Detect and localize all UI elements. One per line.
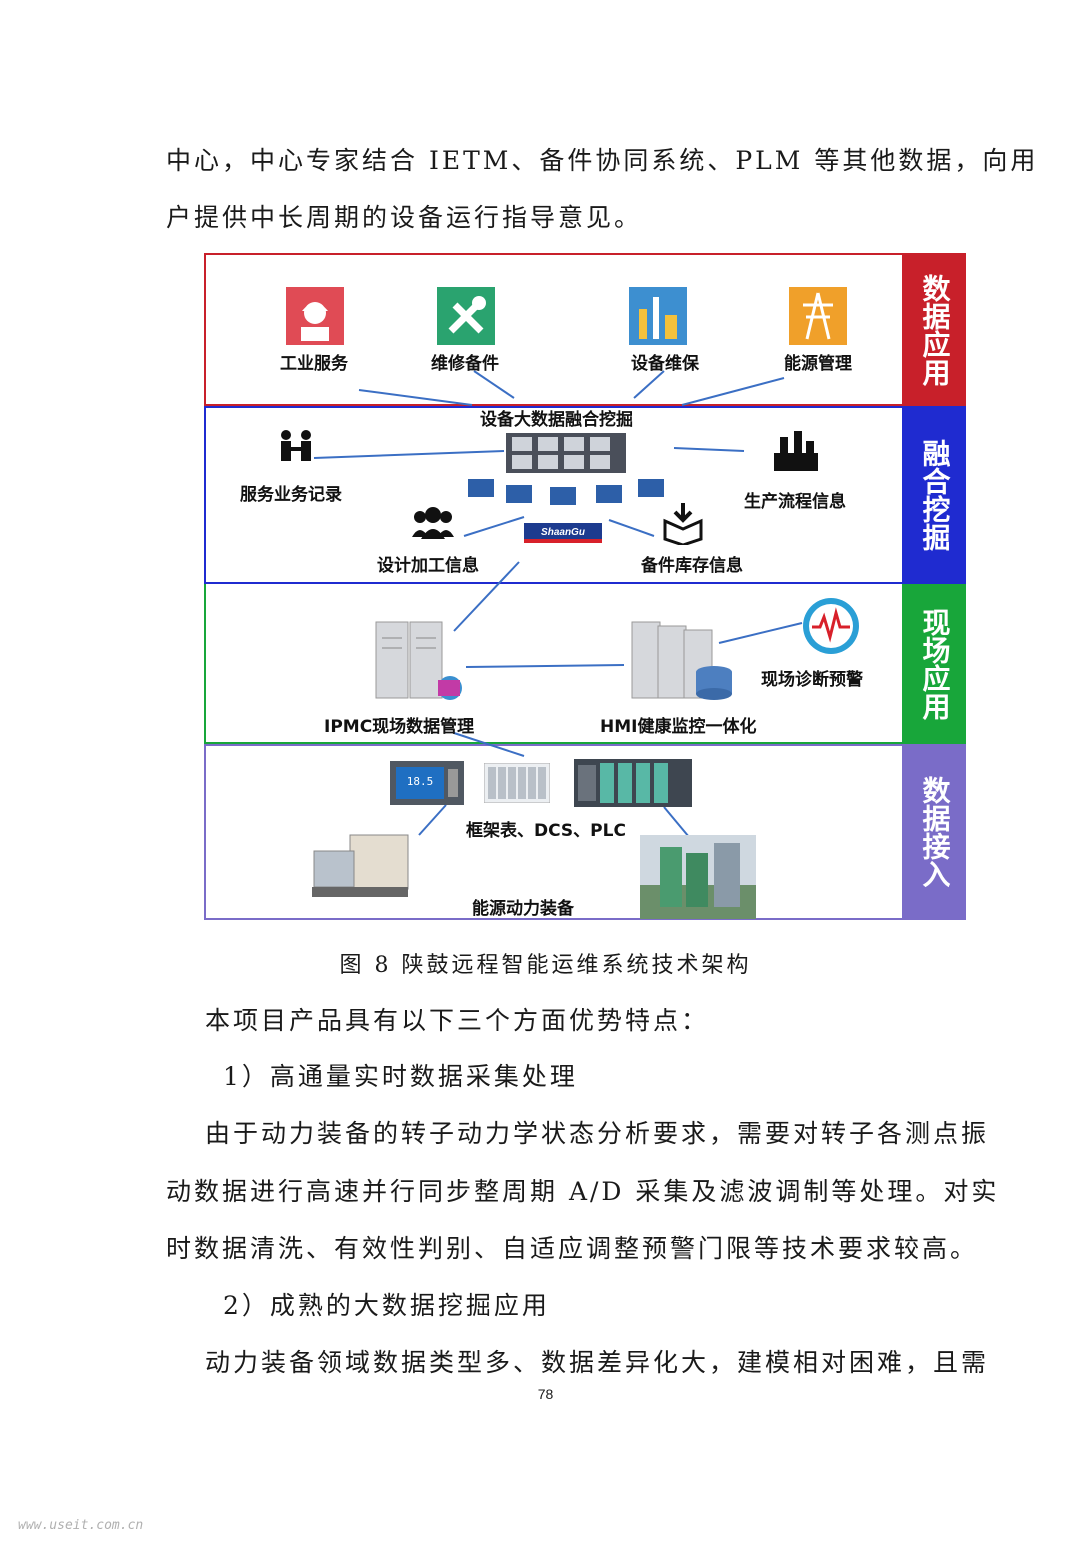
- hmi-server-icon: [628, 618, 738, 706]
- body-line-4: 动数据进行高速并行同步整周期 A/D 采集及滤波调制等处理。对实: [166, 1177, 1000, 1206]
- body-line-5: 时数据清洗、有效性判别、自适应调整预警门限等技术要求较高。: [166, 1234, 979, 1263]
- plc-module-icon: [574, 759, 692, 811]
- app-item-maintenance-parts: 维修备件: [431, 354, 499, 374]
- layer-label-data-application: 数据应用: [904, 253, 966, 406]
- shaangu-logo: ShaanGu: [524, 523, 602, 549]
- hmi-label: HMI健康监控一体化: [600, 717, 757, 737]
- page-number: 78: [537, 1386, 554, 1402]
- equipment-label: 能源动力装备: [472, 899, 574, 919]
- data-center-cluster-icon: [466, 431, 666, 515]
- users-group-icon: [410, 505, 456, 543]
- plant-equipment-photo: [640, 835, 756, 923]
- mining-center-label: 设备大数据融合挖掘: [480, 410, 633, 430]
- layer-label-fusion-mining: 融合挖掘: [904, 406, 966, 584]
- ipmc-label: IPMC现场数据管理: [324, 717, 475, 737]
- power-tower-icon: [789, 287, 847, 349]
- handshake-icon: [277, 429, 315, 469]
- intro-line-2: 户提供中长周期的设备运行指导意见。: [166, 203, 643, 232]
- inventory-info-label: 备件库存信息: [641, 556, 743, 576]
- svg-text:18.5: 18.5: [407, 775, 434, 788]
- figure-caption: 图 8 陕鼓远程智能运维系统技术架构: [339, 953, 752, 978]
- app-item-energy-management: 能源管理: [784, 354, 852, 374]
- body-line-1: 本项目产品具有以下三个方面优势特点：: [205, 1006, 710, 1035]
- intro-line-1: 中心，中心专家结合 IETM、备件协同系统、PLM 等其他数据，向用: [166, 146, 1039, 175]
- diagnosis-label: 现场诊断预警: [761, 670, 863, 690]
- design-info-label: 设计加工信息: [377, 556, 479, 576]
- band-field-application: [204, 584, 904, 744]
- architecture-figure: 数据应用 融合挖掘 现场应用 数据接入 工业服务: [204, 253, 966, 920]
- body-line-6: 2）成熟的大数据挖掘应用: [223, 1291, 550, 1320]
- body-line-2: 1）高通量实时数据采集处理: [223, 1062, 578, 1091]
- waveform-icon: [800, 595, 862, 661]
- svg-text:ShaanGu: ShaanGu: [541, 527, 585, 538]
- recorder-meter-icon: 18.5: [390, 761, 464, 809]
- plant-icon: [629, 287, 687, 349]
- package-icon: [659, 499, 707, 549]
- tools-icon: [437, 287, 495, 349]
- instruments-label: 框架表、DCS、PLC: [466, 821, 626, 841]
- service-record-label: 服务业务记录: [240, 485, 342, 505]
- body-line-3: 由于动力装备的转子动力学状态分析要求，需要对转子各测点振: [205, 1119, 990, 1148]
- motor-unit-icon: [310, 831, 410, 905]
- body-line-7: 动力装备领域数据类型多、数据差异化大，建模相对困难，且需: [205, 1348, 990, 1377]
- app-item-equipment-upkeep: 设备维保: [631, 354, 699, 374]
- ipmc-server-icon: [372, 618, 468, 706]
- connector-lines: [313, 370, 803, 844]
- process-info-label: 生产流程信息: [744, 492, 846, 512]
- rack-module-icon: [483, 762, 551, 807]
- layer-label-field-application: 现场应用: [904, 584, 966, 744]
- worker-icon: [286, 287, 344, 349]
- watermark: www.useit.com.cn: [18, 1518, 144, 1533]
- layer-label-data-access: 数据接入: [904, 744, 966, 920]
- app-item-industrial-service: 工业服务: [280, 354, 348, 374]
- factory-icon: [772, 429, 820, 477]
